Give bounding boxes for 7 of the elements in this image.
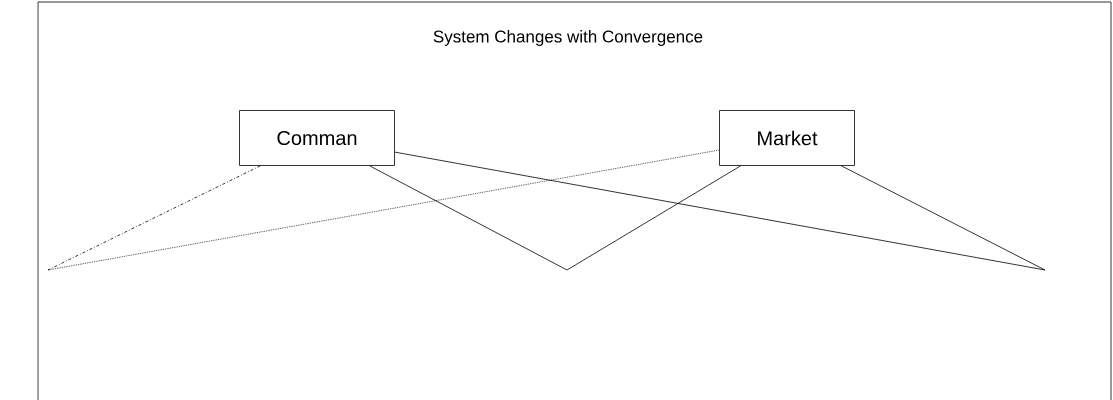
title: System Changes with Convergence: [433, 30, 703, 46]
connector-line: [47, 149, 720, 271]
connector-line: [47, 165, 261, 271]
connector-line: [394, 151, 1046, 271]
connector-line: [369, 165, 741, 271]
process-box: Comman: [239, 110, 395, 166]
process-box: Market: [719, 110, 855, 166]
